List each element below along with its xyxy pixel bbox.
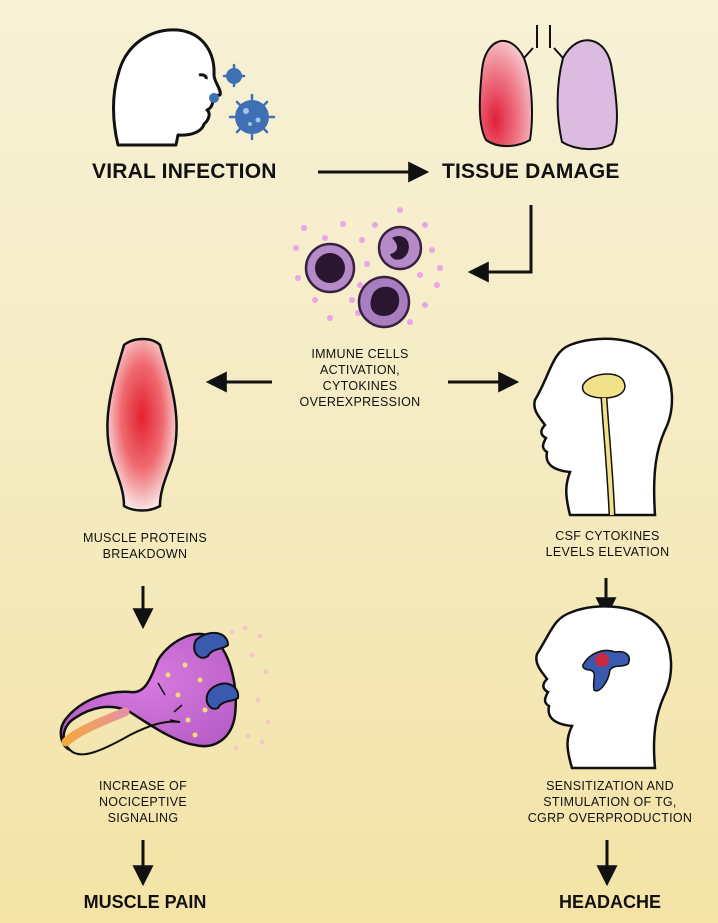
noci-line-1: INCREASE OF [68, 778, 218, 794]
tissue-damage-label: TISSUE DAMAGE [442, 160, 642, 184]
headache-label: HEADACHE [540, 892, 680, 913]
head-brain-spine-icon [534, 339, 672, 515]
sens-line-3: CGRP OVERPRODUCTION [515, 810, 705, 826]
immune-cells-icon [293, 207, 443, 328]
head-sneezing-icon [114, 30, 221, 145]
muscle-line-1: MUSCLE PROTEINS [55, 530, 235, 546]
neuron-receptor-icon [61, 626, 271, 755]
immune-line-3: CYTOKINES [280, 378, 440, 394]
csf-elevation-label: CSF CYTOKINES LEVELS ELEVATION [520, 528, 695, 560]
sens-line-2: STIMULATION OF TG, [515, 794, 705, 810]
sens-line-1: SENSITIZATION AND [515, 778, 705, 794]
immune-line-1: IMMUNE CELLS [280, 346, 440, 362]
muscle-line-2: BREAKDOWN [55, 546, 235, 562]
muscle-breakdown-label: MUSCLE PROTEINS BREAKDOWN [55, 530, 235, 562]
nociceptive-signaling-label: INCREASE OF NOCICEPTIVE SIGNALING [68, 778, 218, 826]
sensitization-label: SENSITIZATION AND STIMULATION OF TG, CGR… [515, 778, 705, 826]
noci-line-3: SIGNALING [68, 810, 218, 826]
csf-line-2: LEVELS ELEVATION [520, 544, 695, 560]
head-trigeminal-icon [536, 606, 671, 768]
immune-line-2: ACTIVATION, [280, 362, 440, 378]
muscle-icon [107, 339, 176, 511]
noci-line-2: NOCICEPTIVE [68, 794, 218, 810]
arrow-damage-to-immune [472, 205, 531, 272]
immune-line-4: OVEREXPRESSION [280, 394, 440, 410]
lungs-icon [480, 25, 617, 149]
immune-activation-label: IMMUNE CELLS ACTIVATION, CYTOKINES OVERE… [280, 346, 440, 410]
viral-infection-label: VIRAL INFECTION [92, 160, 312, 184]
muscle-pain-label: MUSCLE PAIN [60, 892, 230, 913]
csf-line-1: CSF CYTOKINES [520, 528, 695, 544]
virus-icon [209, 65, 274, 139]
